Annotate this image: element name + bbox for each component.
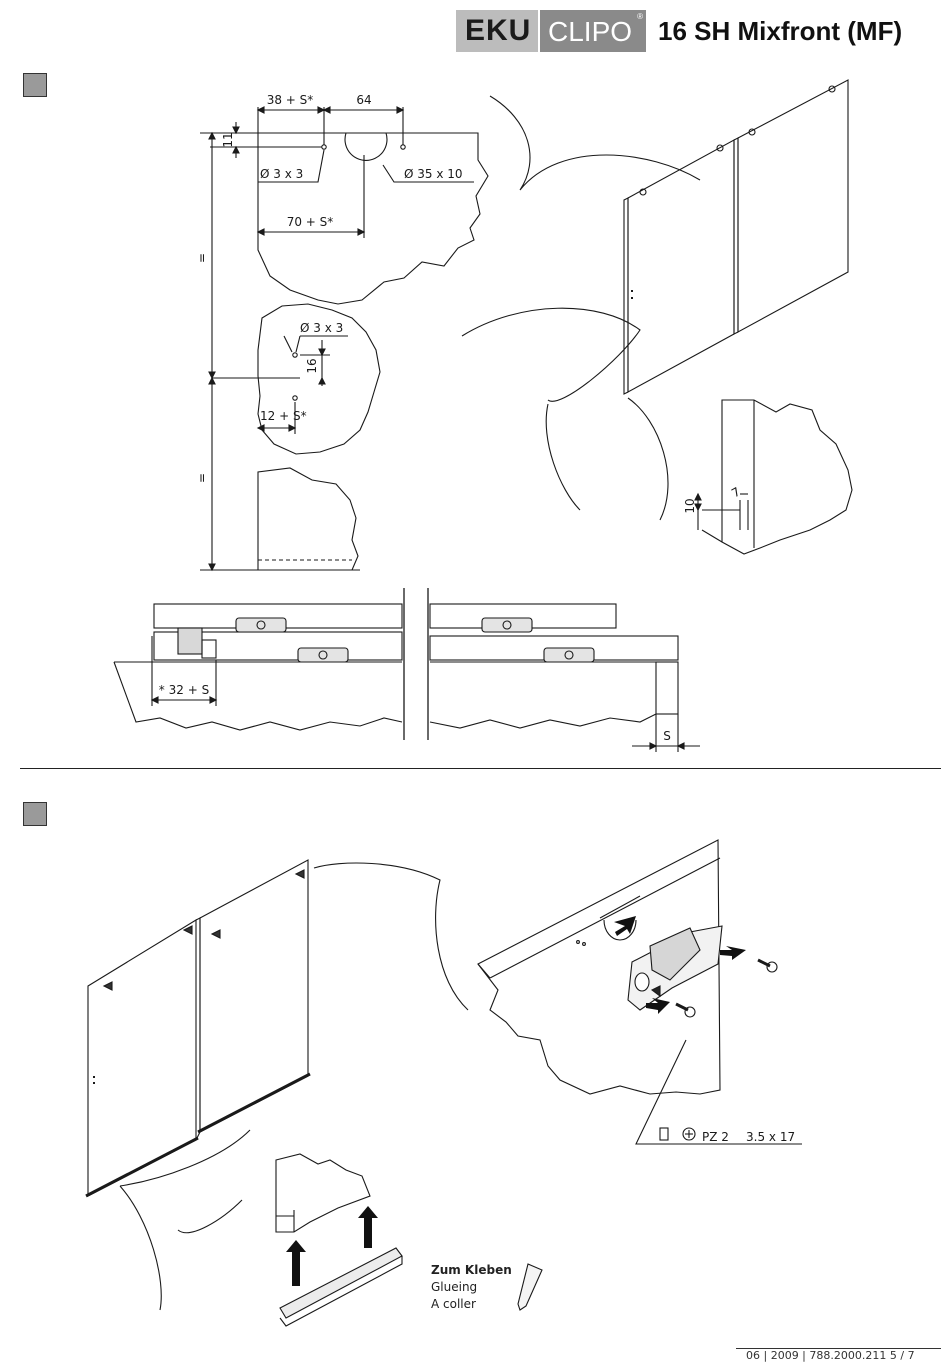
dim-s: S (663, 729, 671, 743)
screw-drive: PZ 2 (702, 1130, 729, 1144)
dim-16: 16 (305, 358, 319, 373)
dim-32-s: * 32 + S (159, 683, 209, 697)
dim-hole-35x10: Ø 35 x 10 (404, 167, 463, 181)
dim-12-s: 12 + S* (260, 409, 307, 423)
screw-size: 3.5 x 17 (746, 1130, 795, 1144)
dim-10: 10 (683, 498, 697, 513)
glue-instruction: Zum Kleben Glueing A coller (431, 1262, 512, 1313)
doors-with-strip (86, 860, 542, 1326)
glue-label-en: Glueing (431, 1279, 512, 1296)
perspective-doors (462, 80, 852, 554)
dim-equal-lower: = (195, 473, 209, 483)
dim-38-s: 38 + S* (267, 93, 314, 107)
dim-7: 7 (729, 485, 743, 501)
hinge-mount-detail (478, 840, 802, 1144)
dim-hole-3x3-b: Ø 3 x 3 (300, 321, 343, 335)
dim-hole-3x3: Ø 3 x 3 (260, 167, 303, 181)
track-section (114, 588, 700, 752)
dim-11: 11 (221, 132, 235, 147)
dim-70-s: 70 + S* (287, 215, 334, 229)
glue-label-fr: A coller (431, 1296, 512, 1313)
dim-64: 64 (356, 93, 371, 107)
glue-label-de: Zum Kleben (431, 1262, 512, 1279)
dim-equal-upper: = (195, 253, 209, 263)
footer-doc-ref: 06 | 2009 | 788.2000.211 5 / 7 (746, 1349, 915, 1362)
